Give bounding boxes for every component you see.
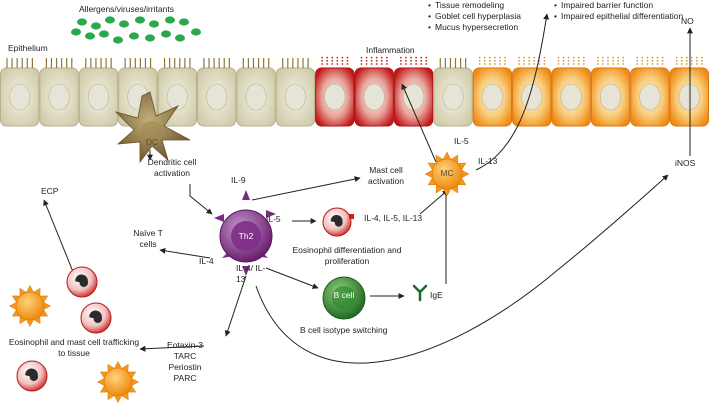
allergen-particles xyxy=(71,16,201,44)
allergen-dot xyxy=(135,16,145,24)
mast-cells xyxy=(9,151,470,403)
allergen-dot xyxy=(175,34,185,42)
chemokine-tarc: TARC xyxy=(173,351,197,361)
eosinophil xyxy=(66,266,98,298)
no-label: NO xyxy=(681,16,694,26)
allergen-dot xyxy=(105,16,115,24)
arrow-mc-to-effects xyxy=(475,13,550,171)
ecp-label: ECP xyxy=(41,186,59,196)
allergen-dot xyxy=(179,18,189,26)
naive-t-cells-label: Naïve T cells xyxy=(133,228,163,249)
epithelial-cell xyxy=(275,58,316,127)
pathway-arrows xyxy=(43,13,693,364)
arrow-dc-to-th2 xyxy=(189,184,213,215)
mast-cell xyxy=(424,151,470,197)
arrow-chemokines-to-trafficking xyxy=(139,345,205,352)
epithelial-cell xyxy=(630,56,670,127)
mast-cell xyxy=(97,361,139,403)
b-cell-switching-label: B cell isotype switching xyxy=(300,325,388,335)
effects-list-right: Impaired barrier function Impaired epith… xyxy=(554,0,683,22)
effects-list-left: Tissue remodeling Goblet cell hyperplasi… xyxy=(428,0,521,33)
arrow-th2-to-chemokines xyxy=(224,275,247,337)
allergen-dot xyxy=(129,32,139,40)
trafficking-label: Eosinophil and mast cell trafficking to … xyxy=(8,337,140,358)
epithelial-cell xyxy=(39,58,79,127)
effect-item: Impaired barrier function xyxy=(554,0,683,11)
effect-item: Mucus hypersecretion xyxy=(428,22,521,33)
chemokines-list: Eotaxin-3 TARC Periostin PARC xyxy=(162,340,208,384)
eosinophil-differentiation-label: Eosinophil differentiation and prolifera… xyxy=(292,245,402,266)
dendritic-cell xyxy=(114,91,191,164)
epithelial-cell xyxy=(472,56,513,127)
arrow-th2-to-inos xyxy=(255,174,669,364)
epithelial-cell xyxy=(315,56,355,127)
allergen-dot xyxy=(99,30,109,38)
eosinophil xyxy=(322,207,352,237)
inos-label: iNOS xyxy=(675,158,696,168)
inflammation-label: Inflammation xyxy=(366,45,415,55)
ige-label: IgE xyxy=(430,290,443,300)
epithelial-cell xyxy=(551,56,591,127)
allergen-dot xyxy=(71,28,81,36)
epithelial-cell xyxy=(78,58,119,127)
arrow-eos-to-mc xyxy=(419,189,449,215)
effect-item: Goblet cell hyperplasia xyxy=(428,11,521,22)
effect-item: Tissue remodeling xyxy=(428,0,521,11)
effect-item: Impaired epithelial differentiation xyxy=(554,11,683,22)
il4-label: IL-4 xyxy=(199,256,214,266)
mast-cell xyxy=(9,285,51,327)
chemokine-eotaxin: Eotaxin-3 xyxy=(167,340,203,350)
epithelial-cell xyxy=(354,56,394,127)
epithelial-cell xyxy=(393,56,434,127)
ige-antibody-icon xyxy=(412,284,428,302)
chemokine-parc: PARC xyxy=(173,373,197,383)
epithelium-layer xyxy=(0,56,709,127)
eosinophil xyxy=(16,360,48,392)
eosinophil xyxy=(80,302,112,334)
chemokine-periostin: Periostin xyxy=(168,362,202,372)
epithelial-cell xyxy=(669,56,709,127)
il4-il5-il13-label: IL-4, IL-5, IL-13 xyxy=(364,213,423,223)
allergen-dot xyxy=(91,22,101,30)
secretion-granule xyxy=(349,214,354,219)
allergen-dot xyxy=(113,36,123,44)
eosinophils xyxy=(16,207,354,392)
b-cell-label: B cell xyxy=(333,290,355,300)
il4-il13-label: IL-4/ IL-13 xyxy=(236,263,266,284)
epithelial-cell xyxy=(196,58,237,127)
arrow-th2-to-bcell xyxy=(265,267,319,289)
epithelial-cell xyxy=(512,56,552,127)
epithelial-cell xyxy=(433,58,473,127)
epithelial-cell xyxy=(236,58,276,127)
allergen-dot xyxy=(149,20,159,28)
mc-cell-label: MC xyxy=(440,168,454,178)
allergen-dot xyxy=(85,32,95,40)
arrow-mc-to-inflammation xyxy=(401,83,437,163)
allergen-dot xyxy=(161,30,171,38)
allergen-dot xyxy=(165,16,175,24)
allergen-dot xyxy=(191,28,201,36)
allergen-dot xyxy=(77,18,87,26)
epithelium-label: Epithelium xyxy=(8,43,48,53)
arrow-il9-to-mast xyxy=(251,176,361,201)
th2-cell-label: Th2 xyxy=(238,231,254,241)
b-cell xyxy=(322,276,366,320)
allergens-label: Allergens/viruses/irritants xyxy=(79,4,174,14)
allergen-dot xyxy=(119,20,129,28)
dc-cell-label: DC xyxy=(145,137,159,147)
epithelial-cell xyxy=(0,58,40,127)
mast-cell-activation-label: Mast cell activation xyxy=(368,165,404,186)
il9-label: IL-9 xyxy=(231,175,246,185)
arrow-th2-to-naive xyxy=(159,247,211,259)
il5-mc-label: IL-5 xyxy=(454,136,469,146)
il5-th2-label: IL-5 xyxy=(266,214,281,224)
th2-cell xyxy=(214,190,276,276)
il13-mc-label: IL-13 xyxy=(478,156,498,166)
dendritic-activation-label: Dendritic cell activation xyxy=(147,157,197,178)
epithelial-cell xyxy=(590,56,631,127)
allergen-dot xyxy=(145,34,155,42)
